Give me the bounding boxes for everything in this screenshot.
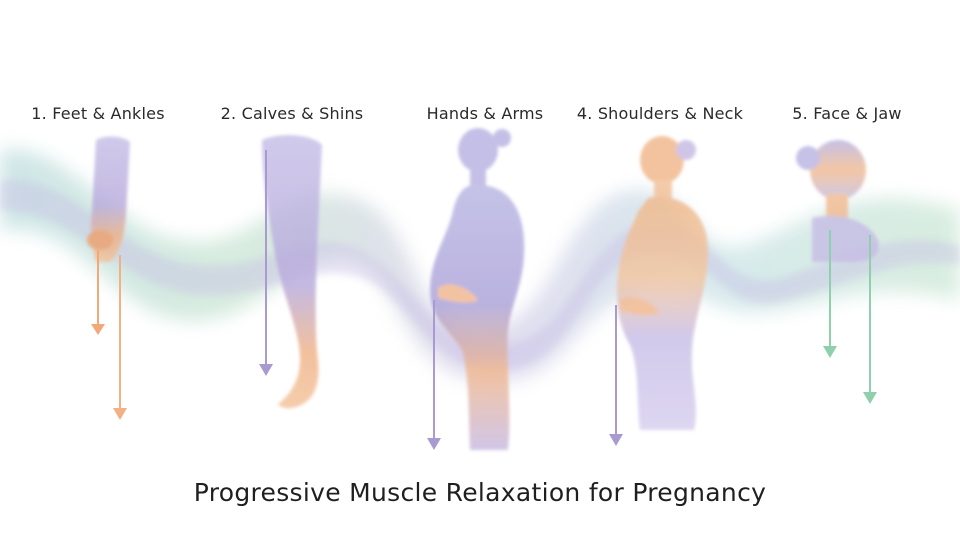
- hands-arms-illustration: [427, 128, 525, 450]
- step-label-calves-shins: 2. Calves & Shins: [220, 104, 364, 123]
- face-jaw-illustration: [796, 140, 879, 404]
- calves-shins-illustration: [259, 135, 322, 409]
- step-label-feet-ankles: 1. Feet & Ankles: [31, 104, 165, 123]
- step-label-hands-arms: Hands & Arms: [426, 104, 544, 123]
- diagram-title: Progressive Muscle Relaxation for Pregna…: [193, 478, 767, 507]
- step-label-face-jaw: 5. Face & Jaw: [792, 104, 902, 123]
- step-label-shoulders-neck: 4. Shoulders & Neck: [576, 104, 744, 123]
- shoulders-neck-illustration: [609, 136, 708, 446]
- feet-ankles-illustration: [87, 136, 130, 420]
